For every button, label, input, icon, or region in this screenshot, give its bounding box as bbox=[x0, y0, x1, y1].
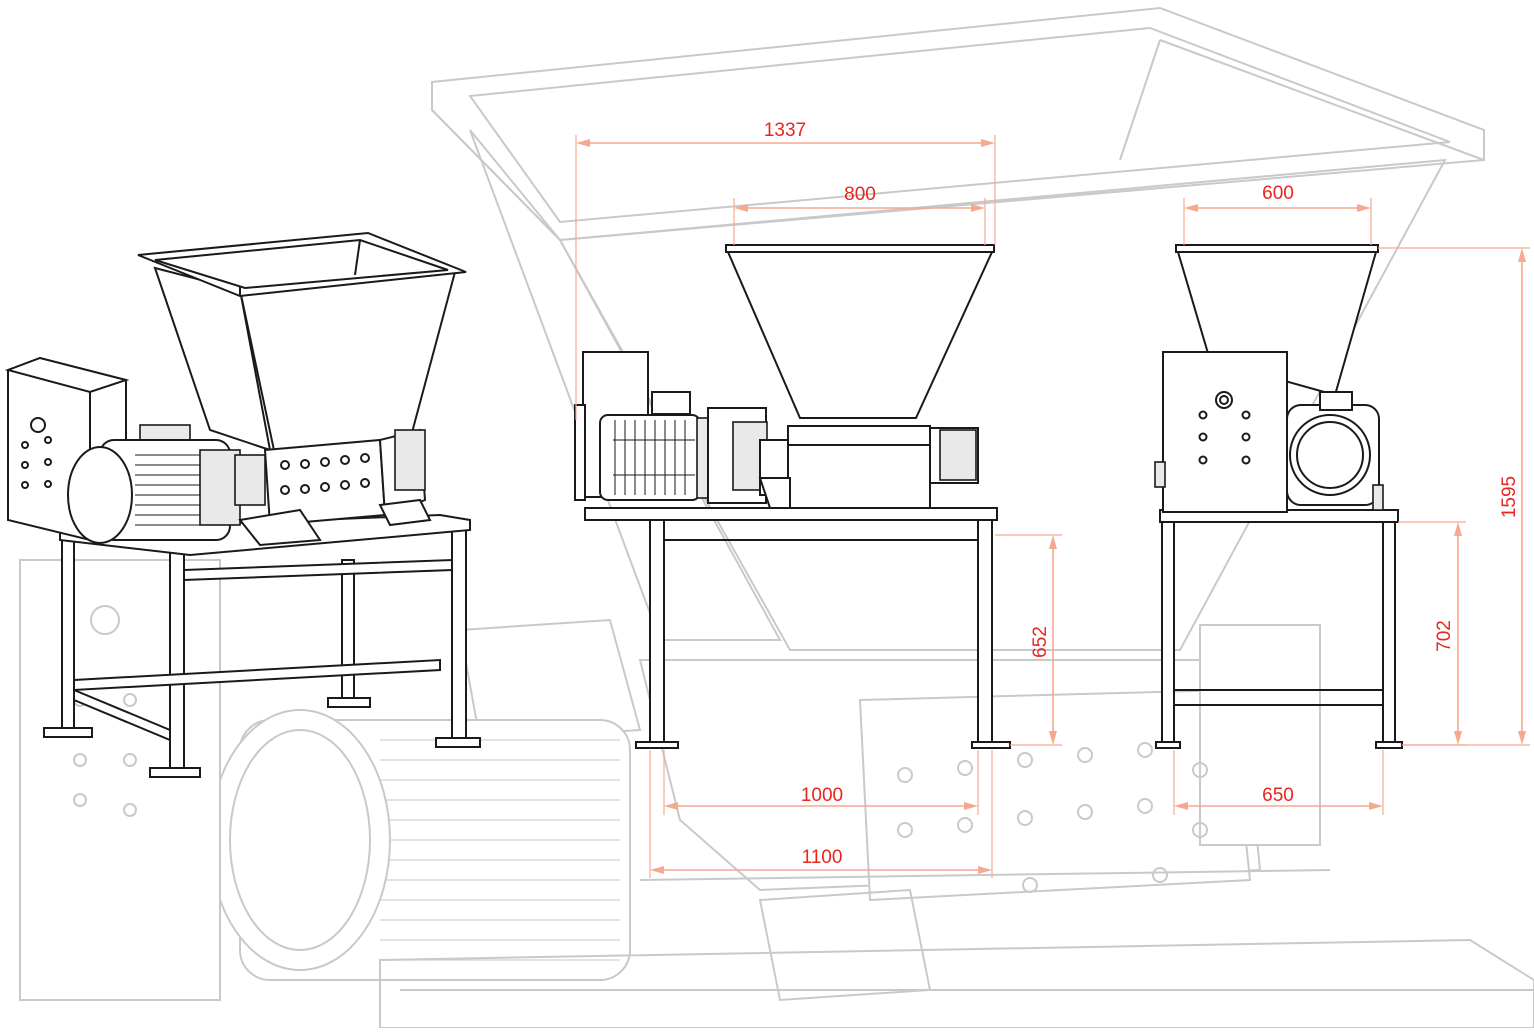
dim-front-leg-height: 652 bbox=[995, 534, 1062, 746]
dim-side-leg-span: 650 bbox=[1173, 750, 1384, 815]
dim-front-hopper-width: 800 bbox=[733, 184, 986, 245]
dim-label-800: 800 bbox=[844, 184, 876, 205]
dim-front-total-width: 1337 bbox=[575, 120, 996, 420]
dim-side-hopper-width: 600 bbox=[1183, 183, 1372, 245]
dim-side-total-height: 1595 bbox=[1378, 247, 1530, 746]
dim-front-outer-leg-span: 1100 bbox=[649, 750, 993, 878]
iso-cutting-box bbox=[234, 428, 432, 547]
dim-label-1337: 1337 bbox=[764, 120, 806, 141]
front-hopper bbox=[725, 244, 995, 419]
dim-label-1595: 1595 bbox=[1499, 476, 1520, 518]
iso-motor bbox=[67, 424, 241, 544]
dim-front-inner-leg-span: 1000 bbox=[663, 750, 979, 815]
dim-side-leg-height: 702 bbox=[1398, 521, 1466, 746]
background-enlarged-view bbox=[19, 6, 1534, 1029]
dim-label-600: 600 bbox=[1262, 183, 1294, 204]
side-view: 600 1595 702 650 bbox=[1154, 183, 1530, 815]
front-view: 1337 800 652 1000 bbox=[574, 120, 1062, 878]
iso-hopper bbox=[137, 231, 467, 457]
side-body bbox=[1154, 351, 1384, 513]
dim-label-1000: 1000 bbox=[801, 785, 843, 806]
dim-label-650: 650 bbox=[1262, 785, 1294, 806]
front-drive bbox=[574, 351, 979, 509]
dim-label-702: 702 bbox=[1434, 620, 1455, 652]
isometric-view bbox=[4, 231, 481, 778]
dim-label-1100: 1100 bbox=[802, 847, 843, 868]
side-frame bbox=[1155, 509, 1403, 749]
dim-label-652: 652 bbox=[1030, 626, 1051, 658]
